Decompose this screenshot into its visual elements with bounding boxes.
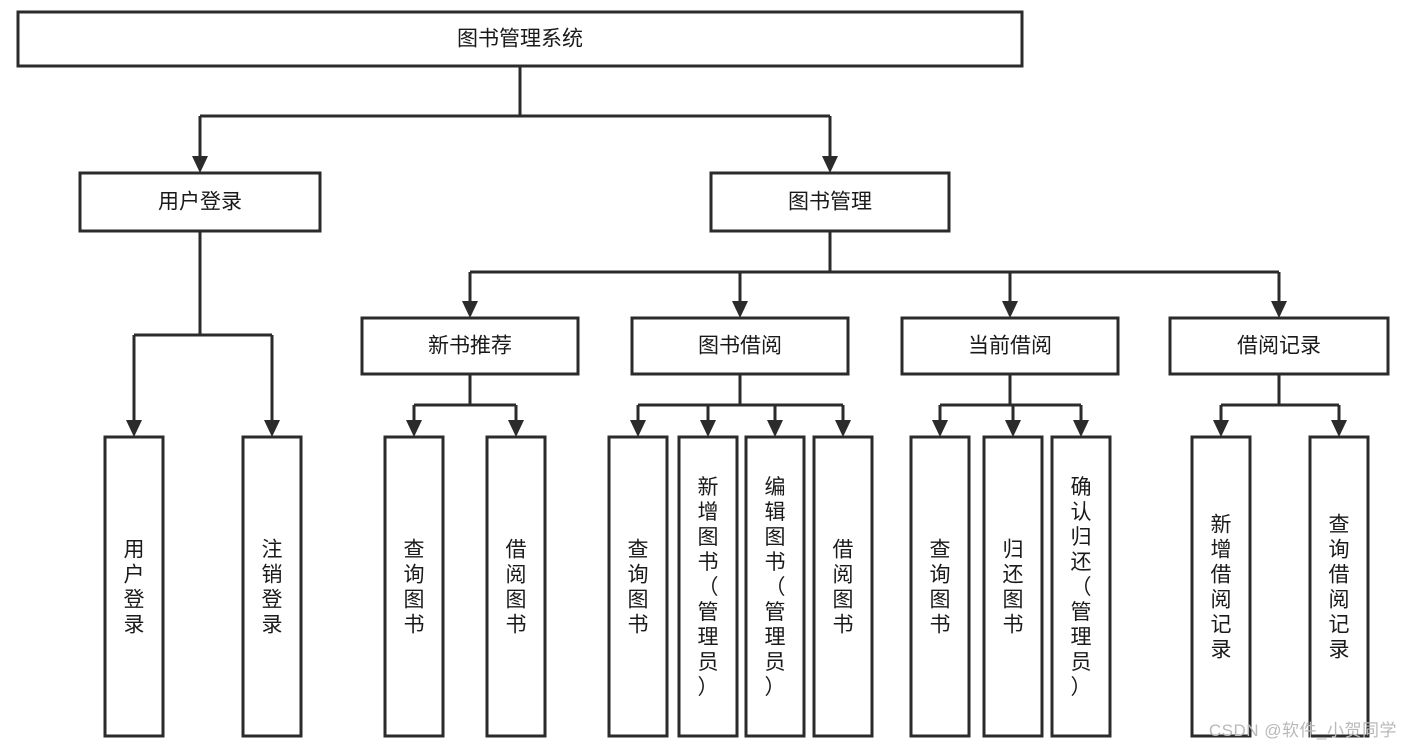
arrow-head-icon-leaf-borrow-book-2 <box>835 420 851 437</box>
node-box-book-borrow[interactable] <box>630 316 850 376</box>
node-box-current-borrow[interactable] <box>900 316 1120 376</box>
node-leaf-return-book[interactable]: 归还图书 <box>982 435 1044 738</box>
node-box-leaf-query-record[interactable] <box>1308 435 1370 738</box>
arrow-head-icon-leaf-confirm-return <box>1073 420 1089 437</box>
node-box-leaf-query-book-2[interactable] <box>607 435 669 738</box>
node-label-new-book-rec: 新书推荐 <box>428 335 512 358</box>
arrow-head-icon-leaf-add-book <box>700 420 716 437</box>
arrow-head-icon-leaf-user-login <box>126 420 142 437</box>
node-box-new-book-rec[interactable] <box>360 316 580 376</box>
arrow-head-icon-leaf-user-logout <box>264 420 280 437</box>
node-book-manage[interactable]: 图书管理 <box>709 171 951 233</box>
node-box-leaf-edit-book[interactable] <box>744 435 806 738</box>
node-label-user-login: 用户登录 <box>158 191 242 214</box>
node-current-borrow[interactable]: 当前借阅 <box>900 316 1120 376</box>
arrow-head-icon-leaf-borrow-book-1 <box>508 420 524 437</box>
node-box-leaf-query-book-1[interactable] <box>383 435 445 738</box>
node-label-leaf-user-logout: 注销登录 <box>262 539 283 637</box>
node-leaf-add-record[interactable]: 新增借阅记录 <box>1190 435 1252 738</box>
arrow-head-icon-book-manage <box>822 156 838 173</box>
node-label-leaf-query-book-1: 查询图书 <box>404 539 425 637</box>
arrow-head-icon-new-book-rec <box>462 301 478 318</box>
arrow-head-icon-leaf-query-book-1 <box>406 420 422 437</box>
node-box-leaf-borrow-book-1[interactable] <box>485 435 547 738</box>
node-leaf-confirm-return[interactable]: 确认归还（管理员） <box>1050 435 1112 738</box>
csdn-watermark: CSDN @软件_小贺同学 <box>1208 721 1397 740</box>
node-leaf-query-book-2[interactable]: 查询图书 <box>607 435 669 738</box>
node-box-leaf-return-book[interactable] <box>982 435 1044 738</box>
node-label-leaf-confirm-return: 确认归还（管理员） <box>1071 476 1092 699</box>
arrow-head-icon-book-borrow <box>732 301 748 318</box>
node-book-borrow[interactable]: 图书借阅 <box>630 316 850 376</box>
node-label-leaf-edit-book: 编辑图书（管理员） <box>765 476 786 699</box>
edges-layer <box>126 66 1347 437</box>
node-leaf-query-book-3[interactable]: 查询图书 <box>909 435 971 738</box>
node-borrow-record[interactable]: 借阅记录 <box>1168 316 1390 376</box>
node-box-root[interactable] <box>16 10 1024 68</box>
node-box-leaf-confirm-return[interactable] <box>1050 435 1112 738</box>
node-label-borrow-record: 借阅记录 <box>1237 335 1321 358</box>
nodes-layer: 图书管理系统用户登录图书管理新书推荐图书借阅当前借阅借阅记录用户登录注销登录查询… <box>16 10 1390 738</box>
node-label-root: 图书管理系统 <box>457 28 583 51</box>
arrow-head-icon-leaf-query-book-2 <box>630 420 646 437</box>
node-label-leaf-user-login: 用户登录 <box>124 539 145 637</box>
node-label-leaf-borrow-book-1: 借阅图书 <box>506 539 527 637</box>
node-leaf-add-book[interactable]: 新增图书（管理员） <box>677 435 739 738</box>
arrow-head-icon-leaf-query-book-3 <box>932 420 948 437</box>
node-leaf-user-logout[interactable]: 注销登录 <box>241 435 303 738</box>
node-label-leaf-borrow-book-2: 借阅图书 <box>833 539 854 637</box>
node-label-current-borrow: 当前借阅 <box>968 335 1052 358</box>
node-box-leaf-query-book-3[interactable] <box>909 435 971 738</box>
node-label-leaf-add-book: 新增图书（管理员） <box>698 476 719 699</box>
node-box-leaf-user-logout[interactable] <box>241 435 303 738</box>
node-box-leaf-add-book[interactable] <box>677 435 739 738</box>
node-new-book-rec[interactable]: 新书推荐 <box>360 316 580 376</box>
node-leaf-user-login[interactable]: 用户登录 <box>103 435 165 738</box>
node-label-leaf-add-record: 新增借阅记录 <box>1211 514 1232 662</box>
node-label-leaf-query-record: 查询借阅记录 <box>1329 514 1350 662</box>
node-box-user-login[interactable] <box>78 171 322 233</box>
arrow-head-icon-current-borrow <box>1002 301 1018 318</box>
node-leaf-query-book-1[interactable]: 查询图书 <box>383 435 445 738</box>
node-leaf-borrow-book-1[interactable]: 借阅图书 <box>485 435 547 738</box>
node-box-leaf-user-login[interactable] <box>103 435 165 738</box>
node-user-login[interactable]: 用户登录 <box>78 171 322 233</box>
node-box-book-manage[interactable] <box>709 171 951 233</box>
node-label-leaf-query-book-2: 查询图书 <box>628 539 649 637</box>
node-root[interactable]: 图书管理系统 <box>16 10 1024 68</box>
node-box-leaf-add-record[interactable] <box>1190 435 1252 738</box>
node-leaf-edit-book[interactable]: 编辑图书（管理员） <box>744 435 806 738</box>
node-label-leaf-return-book: 归还图书 <box>1003 539 1024 637</box>
node-box-leaf-borrow-book-2[interactable] <box>812 435 874 738</box>
arrow-head-icon-leaf-return-book <box>1005 420 1021 437</box>
node-label-book-borrow: 图书借阅 <box>698 335 782 358</box>
arrow-head-icon-user-login <box>192 156 208 173</box>
node-leaf-query-record[interactable]: 查询借阅记录 <box>1308 435 1370 738</box>
node-leaf-borrow-book-2[interactable]: 借阅图书 <box>812 435 874 738</box>
arrow-head-icon-leaf-edit-book <box>767 420 783 437</box>
node-box-borrow-record[interactable] <box>1168 316 1390 376</box>
arrow-head-icon-leaf-add-record <box>1213 420 1229 437</box>
arrow-head-icon-leaf-query-record <box>1331 420 1347 437</box>
arrow-head-icon-borrow-record <box>1271 301 1287 318</box>
node-label-leaf-query-book-3: 查询图书 <box>930 539 951 637</box>
node-label-book-manage: 图书管理 <box>788 191 872 214</box>
